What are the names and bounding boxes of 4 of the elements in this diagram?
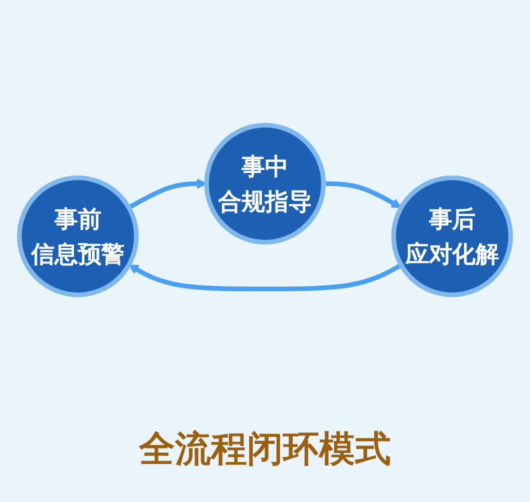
center-title: 全流程闭环模式: [139, 427, 391, 472]
node-circle: 事中 合规指导: [204, 122, 326, 244]
arrow: [128, 262, 402, 292]
node-circle: 事后 应对化解: [391, 176, 513, 298]
